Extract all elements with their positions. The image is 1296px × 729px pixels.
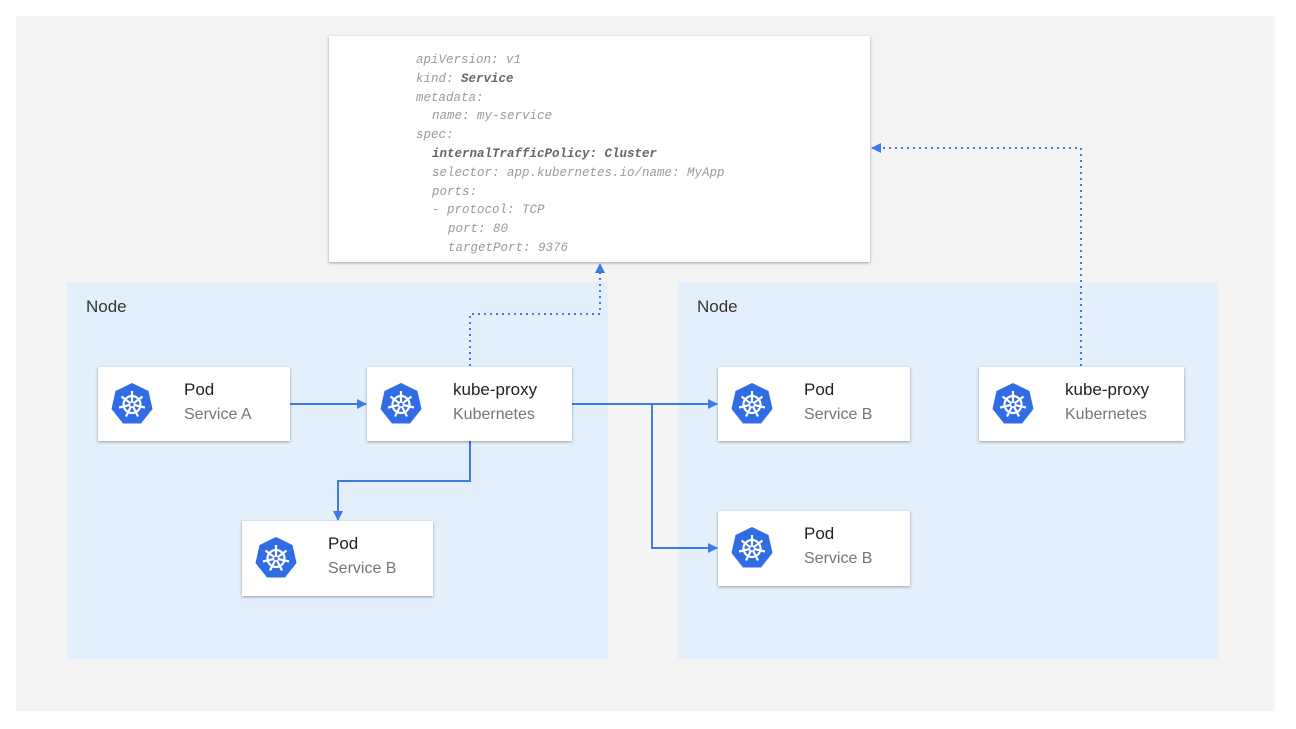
kubernetes-icon	[380, 383, 422, 424]
yaml-line: kind: Service	[416, 72, 514, 86]
yaml-key: metadata:	[416, 90, 484, 105]
yaml-line: port: 80	[448, 222, 508, 236]
yaml-line: ports:	[432, 185, 477, 199]
yaml-line: internalTrafficPolicy: Cluster	[432, 147, 657, 161]
card-title: Pod	[804, 524, 835, 543]
node-label: Node	[86, 297, 127, 316]
yaml-key: ports:	[432, 184, 478, 199]
yaml-value: Service	[453, 71, 514, 86]
yaml-line: selector: app.kubernetes.io/name: MyApp	[432, 166, 725, 180]
yaml-line: spec:	[416, 128, 454, 142]
card-title: Pod	[804, 380, 835, 399]
yaml-value: v1	[498, 53, 522, 67]
card-subtitle: Kubernetes	[1065, 406, 1147, 423]
kubernetes-icon	[111, 383, 153, 424]
yaml-key: kind:	[416, 71, 454, 86]
kubernetes-icon	[255, 537, 297, 578]
yaml-line: - protocol: TCP	[432, 203, 545, 217]
card-title: Pod	[328, 534, 359, 553]
card-subtitle: Service A	[184, 406, 252, 423]
yaml-value: 80	[485, 222, 509, 237]
yaml-key: name:	[432, 109, 470, 124]
yaml-key: selector:	[432, 165, 500, 180]
card-subtitle: Service B	[328, 560, 397, 577]
service-yaml-box: apiVersion: v1 kind: Service metadata: name…	[329, 36, 870, 262]
kubernetes-icon	[731, 383, 773, 424]
dotted-arrow-proxy1-to-service	[469, 263, 605, 366]
arrow-proxy-to-pod-b-left	[333, 441, 471, 521]
node-left: Node	[67, 282, 608, 659]
yaml-value: app.kubernetes.io/name: MyApp	[499, 165, 725, 180]
yaml-key: apiVersion:	[416, 53, 499, 67]
yaml-line: apiVersion: v1	[416, 53, 521, 67]
card-title: kube-proxy	[453, 380, 538, 399]
node-right: Node	[678, 282, 1218, 659]
yaml-line: name: my-service	[432, 109, 552, 123]
yaml-key: spec:	[416, 128, 454, 143]
yaml-line: targetPort: 9376	[448, 241, 568, 255]
yaml-value: Cluster	[597, 147, 658, 161]
card-title: Pod	[184, 380, 215, 399]
yaml-key: targetPort:	[448, 241, 531, 255]
card-subtitle: Kubernetes	[453, 406, 535, 423]
yaml-value: my-service	[469, 109, 553, 124]
kubernetes-icon	[992, 383, 1034, 424]
yaml-line: metadata:	[416, 91, 484, 105]
node-label: Node	[697, 297, 738, 316]
card-title: kube-proxy	[1065, 380, 1150, 399]
kubernetes-icon	[731, 527, 773, 568]
card-subtitle: Service B	[804, 550, 873, 567]
yaml-value: 9376	[530, 241, 569, 255]
yaml-key: port:	[448, 222, 486, 237]
yaml-key: - protocol:	[432, 203, 515, 218]
card-subtitle: Service B	[804, 406, 873, 423]
yaml-value: TCP	[514, 203, 545, 218]
dotted-arrow-proxy2-to-service	[871, 143, 1082, 366]
arrow-proxy-to-pod-b-right-bottom	[651, 404, 718, 553]
yaml-key: internalTrafficPolicy:	[432, 147, 598, 161]
